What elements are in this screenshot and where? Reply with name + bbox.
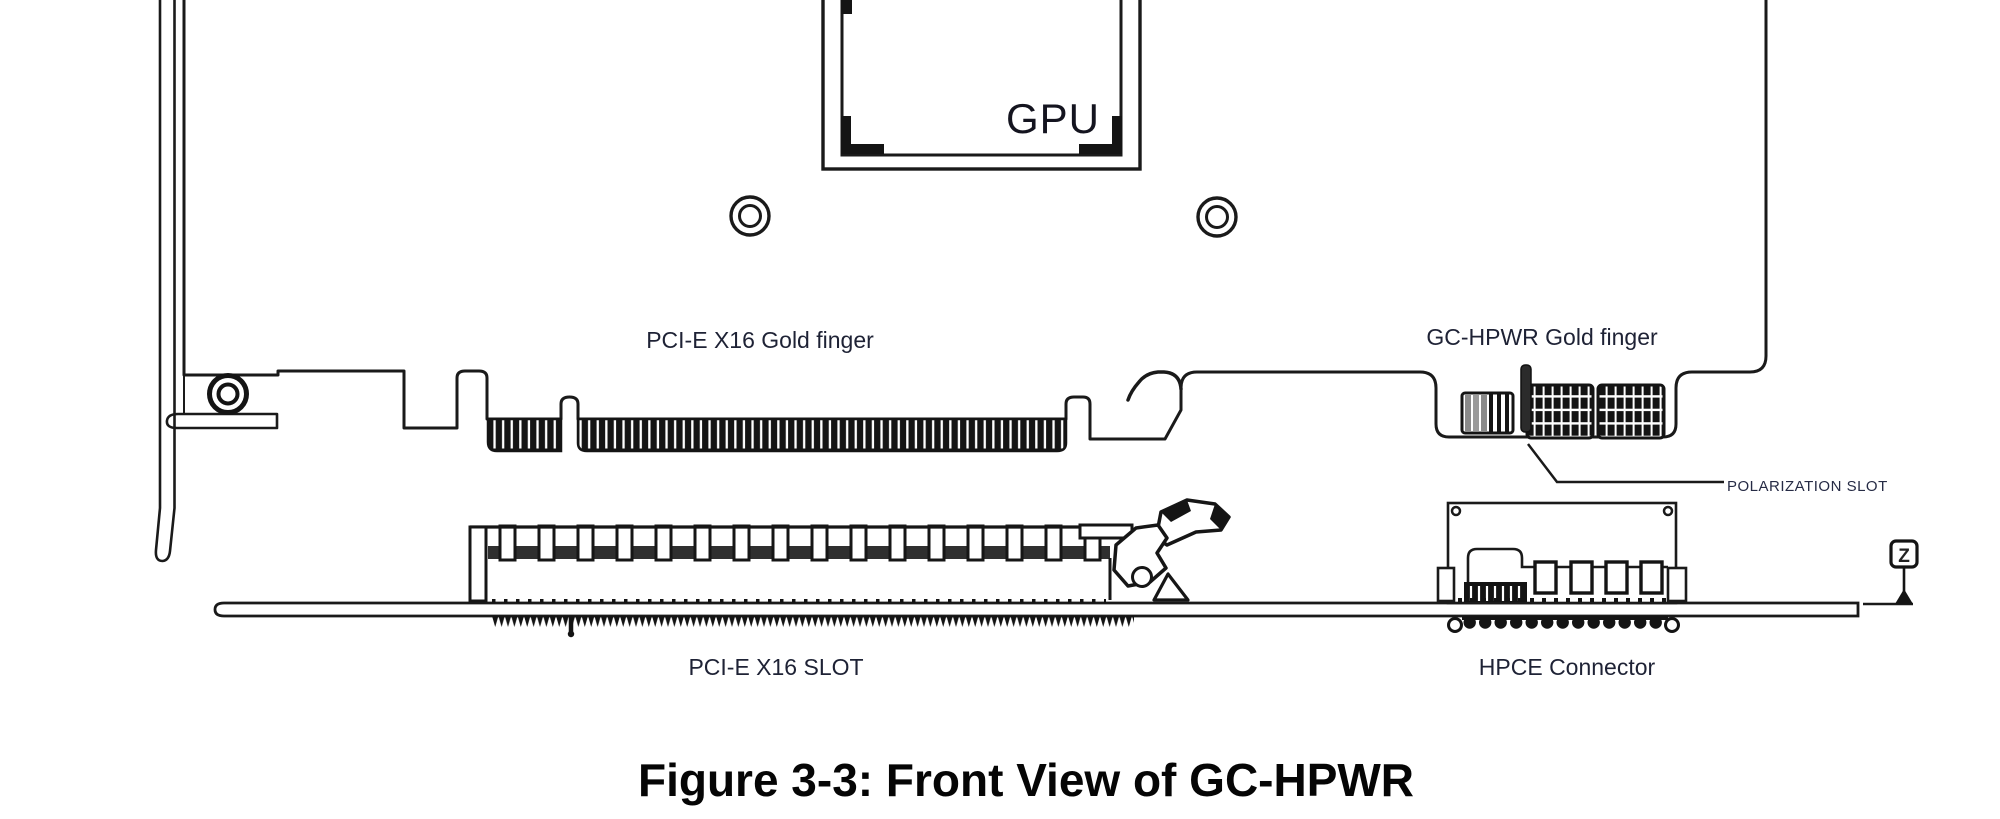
mounting-holes	[207, 195, 1238, 415]
gold-finger-short-segment	[486, 417, 563, 453]
hpce-corner-peg-left	[1450, 505, 1462, 517]
latch-foot	[1152, 572, 1190, 602]
hpce-post-3	[1604, 560, 1629, 595]
gold-finger-long-segment	[576, 417, 1068, 453]
hpce-post-1	[1533, 560, 1558, 595]
hpce-end-pin-left	[1447, 617, 1463, 633]
hpce-corner-peg-right	[1662, 505, 1674, 517]
latch-lever-accent-2	[1210, 504, 1229, 530]
z-marker-box	[1889, 539, 1919, 569]
slot-through-pins	[492, 616, 1134, 627]
hpce-connector: HPCE Connector	[1436, 501, 1688, 680]
gpu-die-frame	[840, 0, 1123, 157]
slot-contact-band	[488, 546, 1110, 559]
pcie-gold-finger-label: PCI-E X16 Gold finger	[646, 327, 874, 353]
bracket-screw-boss-inner	[216, 382, 240, 406]
graphics-card-outline	[165, 0, 1768, 441]
front-lower-tab	[165, 412, 279, 430]
z-marker-triangle	[1895, 589, 1913, 604]
latch-body	[1112, 523, 1169, 588]
pcie-gold-finger: PCI-E X16 Gold finger	[486, 327, 1068, 453]
gpu-label: GPU	[1006, 95, 1100, 142]
gc-hpwr-gold-finger-label: GC-HPWR Gold finger	[1426, 324, 1658, 350]
z-marker-icon: Z	[1898, 546, 1910, 567]
pcie-slot: PCI-E X16 SLOT	[468, 498, 1231, 680]
polarization-slot-label: POLARIZATION SLOT	[1727, 478, 1888, 495]
gpu-package: GPU	[821, 0, 1142, 171]
hpce-connector-label: HPCE Connector	[1479, 654, 1656, 680]
latch-pivot	[1131, 566, 1153, 588]
polarization-key	[1520, 364, 1532, 433]
polarization-leader-line	[1527, 443, 1724, 484]
hpce-left-foot	[1436, 566, 1456, 603]
hpce-right-foot	[1666, 566, 1688, 603]
slot-left-wall	[468, 525, 488, 603]
screw-hole-right-inner	[1205, 205, 1229, 229]
hpce-through-pins	[1462, 616, 1668, 629]
z-marker: Z	[1889, 539, 1919, 604]
gc-hpwr-block-1	[1525, 383, 1595, 440]
gpu-corner-mark-left	[841, 116, 884, 154]
gc-hpwr-block-2	[1596, 383, 1666, 440]
pcb-outline	[182, 0, 1768, 441]
hpce-post-4	[1639, 560, 1664, 595]
motherboard	[213, 601, 1913, 618]
hpce-inner-profile	[1466, 547, 1668, 601]
stripe-gray-2	[1473, 395, 1479, 431]
slot-latch	[1078, 498, 1231, 602]
gpu-corner-mark-right	[1079, 116, 1122, 154]
latch-lever-accent-1	[1161, 500, 1191, 522]
hpce-post-2	[1569, 560, 1594, 595]
bracket-profile	[154, 0, 176, 563]
figure-caption: Figure 3-3: Front View of GC-HPWR	[638, 754, 1414, 806]
stripe-gray-3	[1481, 395, 1487, 431]
hpce-end-pin-right	[1664, 617, 1680, 633]
io-bracket	[154, 0, 176, 563]
pcie-slot-label: PCI-E X16 SLOT	[688, 654, 863, 680]
hpce-posts	[1533, 560, 1664, 595]
screw-hole-left-inner	[738, 204, 762, 228]
gpu-corner-mark-top	[841, 0, 852, 14]
slot-long-pin-tip	[567, 630, 575, 638]
motherboard-edge	[213, 601, 1860, 618]
gc-hpwr-gold-finger: GC-HPWR Gold finger POLARIZATION SLOT	[1426, 324, 1887, 495]
retention-hook	[1126, 370, 1183, 402]
stripe-gray-1	[1465, 395, 1471, 431]
